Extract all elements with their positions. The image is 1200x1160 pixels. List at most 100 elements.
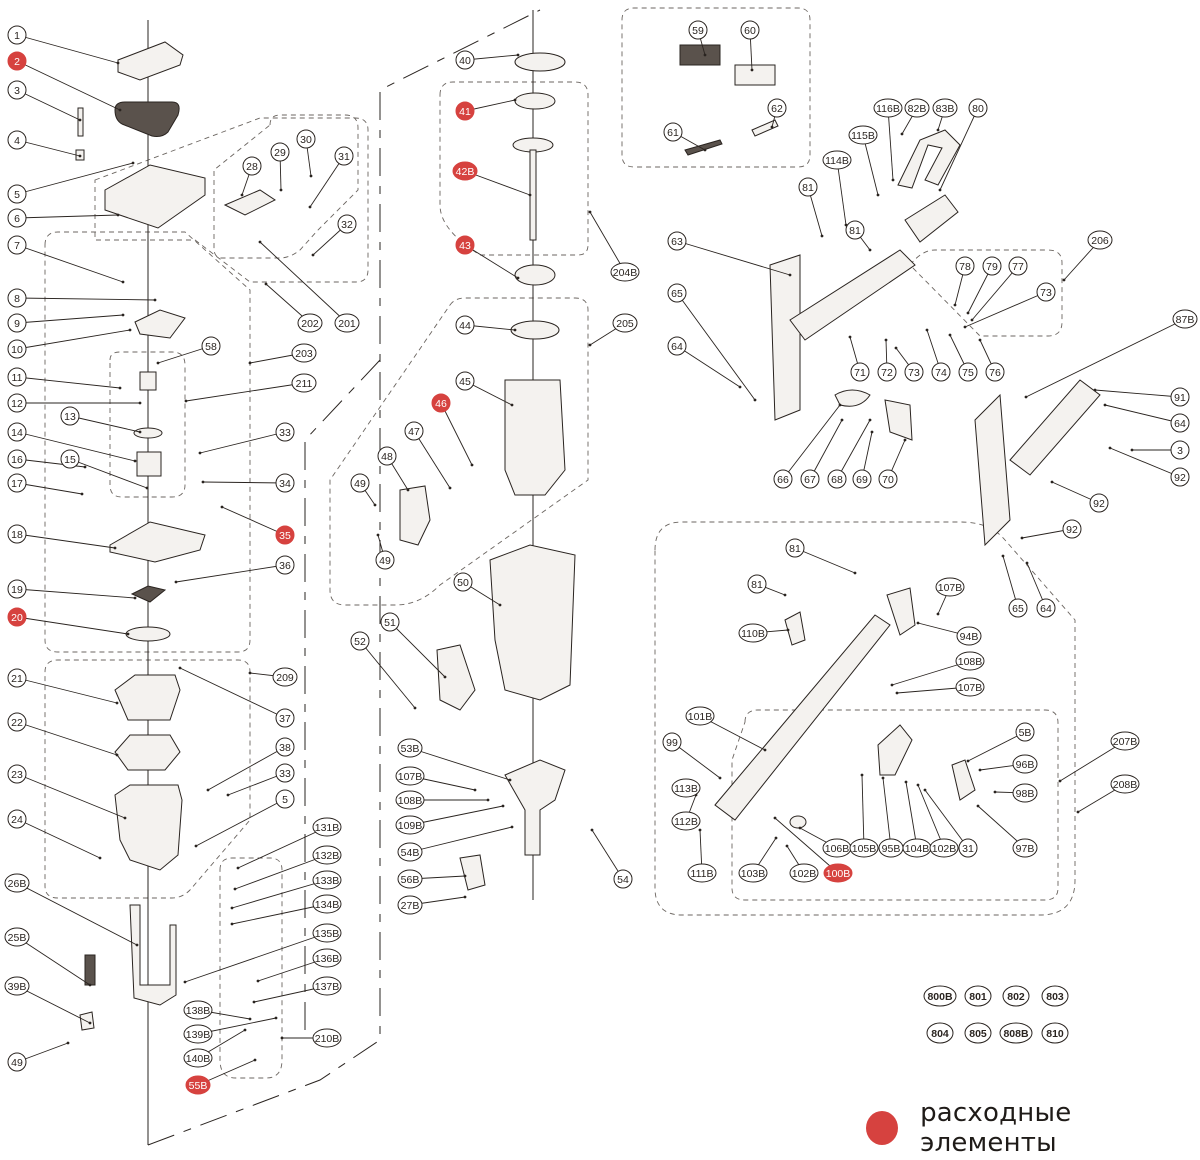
part-callout-c92c[interactable]: 92 [1062,519,1082,539]
part-callout-c30[interactable]: 30 [296,129,316,149]
part-callout-c135B[interactable]: 135B [312,923,342,943]
part-callout-c20[interactable]: 20 [7,607,27,627]
part-callout-c17[interactable]: 17 [7,473,27,493]
part-callout-c56B[interactable]: 56B [397,869,423,889]
part-callout-c5B[interactable]: 5B [1015,722,1035,742]
part-callout-c28[interactable]: 28 [242,156,262,176]
part-callout-c61[interactable]: 61 [663,122,683,142]
part-callout-c44[interactable]: 44 [455,315,475,335]
part-callout-c62[interactable]: 62 [767,98,787,118]
kit-label-800B[interactable]: 800B [923,985,957,1007]
part-callout-c67[interactable]: 67 [800,469,820,489]
part-callout-c92b[interactable]: 92 [1089,493,1109,513]
part-callout-c115B[interactable]: 115B [848,125,878,145]
part-callout-c41[interactable]: 41 [455,101,475,121]
part-callout-c11[interactable]: 11 [7,367,27,387]
part-callout-c35[interactable]: 35 [275,525,295,545]
kit-label-801[interactable]: 801 [964,985,992,1007]
part-callout-c106B[interactable]: 106B [822,838,852,858]
part-callout-c211[interactable]: 211 [291,373,317,393]
part-callout-c108Ba[interactable]: 108B [395,790,425,810]
part-callout-c112B[interactable]: 112B [671,811,701,831]
part-callout-c3[interactable]: 3 [7,80,27,100]
part-callout-c99[interactable]: 99 [662,732,682,752]
part-callout-c134B[interactable]: 134B [312,894,342,914]
part-callout-c21[interactable]: 21 [7,668,27,688]
part-callout-c78[interactable]: 78 [955,256,975,276]
part-callout-c95B[interactable]: 95B [878,838,904,858]
part-callout-c48[interactable]: 48 [377,446,397,466]
part-callout-c114B[interactable]: 114B [822,150,852,170]
part-callout-c94B[interactable]: 94B [956,626,982,646]
part-callout-c79[interactable]: 79 [982,256,1002,276]
part-callout-c71[interactable]: 71 [850,362,870,382]
part-callout-c27B[interactable]: 27B [397,895,423,915]
part-callout-c33a[interactable]: 33 [275,422,295,442]
part-callout-c102Bb[interactable]: 102B [929,838,959,858]
part-callout-c10[interactable]: 10 [7,339,27,359]
part-callout-c64b[interactable]: 64 [1170,413,1190,433]
part-callout-c5b[interactable]: 5 [275,789,295,809]
part-callout-c24[interactable]: 24 [7,809,27,829]
part-callout-c80[interactable]: 80 [968,98,988,118]
part-callout-c83B[interactable]: 83B [932,98,958,118]
part-callout-c51[interactable]: 51 [380,612,400,632]
kit-label-805[interactable]: 805 [964,1022,992,1044]
part-callout-c205[interactable]: 205 [612,313,638,333]
part-callout-c34[interactable]: 34 [275,473,295,493]
part-callout-c65a[interactable]: 65 [667,283,687,303]
part-callout-c8[interactable]: 8 [7,288,27,308]
part-callout-c100B[interactable]: 100B [823,863,853,883]
part-callout-c72[interactable]: 72 [877,362,897,382]
part-callout-c81c[interactable]: 81 [785,538,805,558]
part-callout-c107Bc[interactable]: 107B [955,677,985,697]
part-callout-c22[interactable]: 22 [7,712,27,732]
part-callout-c202[interactable]: 202 [297,313,323,333]
part-callout-c64a[interactable]: 64 [667,336,687,356]
kit-label-803[interactable]: 803 [1041,985,1069,1007]
part-callout-c37[interactable]: 37 [275,708,295,728]
part-callout-c55B[interactable]: 55B [185,1075,211,1095]
part-callout-c136B[interactable]: 136B [312,948,342,968]
part-callout-c50[interactable]: 50 [453,572,473,592]
part-callout-c19[interactable]: 19 [7,579,27,599]
part-callout-c107Bb[interactable]: 107B [935,577,965,597]
part-callout-c131B[interactable]: 131B [312,817,342,837]
part-callout-c111B[interactable]: 111B [687,863,717,883]
part-callout-c5[interactable]: 5 [7,184,27,204]
part-callout-c15[interactable]: 15 [60,449,80,469]
part-callout-c43[interactable]: 43 [455,235,475,255]
part-callout-c18[interactable]: 18 [7,524,27,544]
part-callout-c140B[interactable]: 140B [183,1048,213,1068]
part-callout-c81b[interactable]: 81 [845,220,865,240]
part-callout-c132B[interactable]: 132B [312,845,342,865]
part-callout-c38[interactable]: 38 [275,737,295,757]
part-callout-c7[interactable]: 7 [7,235,27,255]
part-callout-c102Ba[interactable]: 102B [789,863,819,883]
part-callout-c138B[interactable]: 138B [183,1000,213,1020]
part-callout-c203[interactable]: 203 [291,343,317,363]
part-callout-c105B[interactable]: 105B [849,838,879,858]
part-callout-c108Bb[interactable]: 108B [955,651,985,671]
part-callout-c31[interactable]: 31 [334,146,354,166]
part-callout-c31b[interactable]: 31 [958,838,978,858]
part-callout-c60[interactable]: 60 [740,20,760,40]
part-callout-c81a[interactable]: 81 [798,177,818,197]
part-callout-c39B[interactable]: 39B [4,976,30,996]
part-callout-c210B[interactable]: 210B [312,1028,342,1048]
part-callout-c133B[interactable]: 133B [312,870,342,890]
part-callout-c101B[interactable]: 101B [685,706,715,726]
part-callout-c14[interactable]: 14 [7,422,27,442]
part-callout-c91[interactable]: 91 [1170,387,1190,407]
part-callout-c54[interactable]: 54 [613,869,633,889]
part-callout-c98B[interactable]: 98B [1012,783,1038,803]
part-callout-c49a[interactable]: 49 [7,1052,27,1072]
part-callout-c13[interactable]: 13 [60,406,80,426]
part-callout-c204B[interactable]: 204B [610,262,640,282]
part-callout-c2[interactable]: 2 [7,51,27,71]
part-callout-c82B[interactable]: 82B [904,98,930,118]
part-callout-c87B[interactable]: 87B [1172,309,1198,329]
kit-label-804[interactable]: 804 [926,1022,954,1044]
part-callout-c3b[interactable]: 3 [1170,440,1190,460]
part-callout-c201[interactable]: 201 [334,313,360,333]
